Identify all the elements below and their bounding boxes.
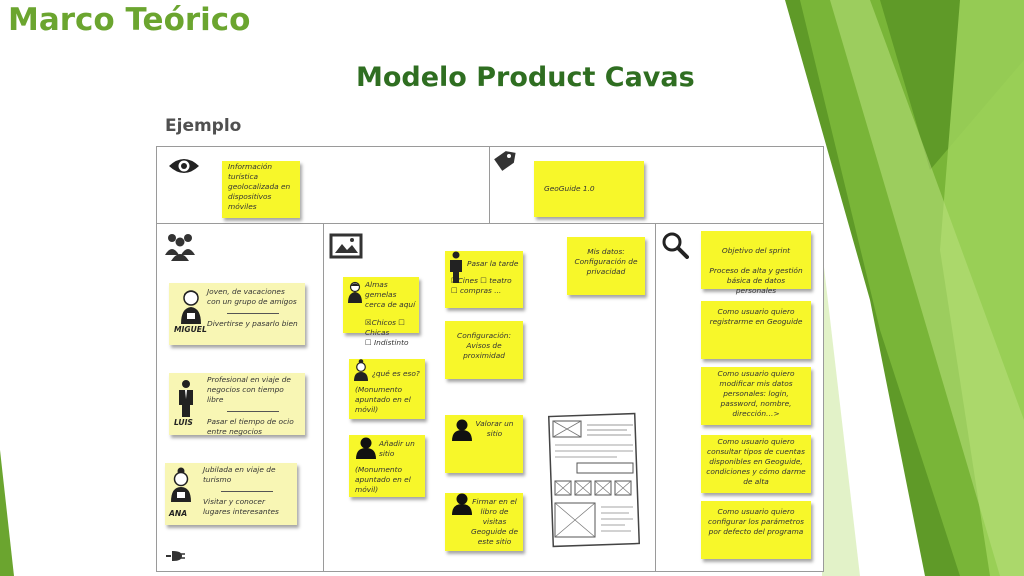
scene-text: Mis datos: Configuración de privacidad: [574, 247, 638, 276]
boy-avatar-icon: [181, 290, 201, 324]
plug-icon: [166, 550, 185, 562]
picture-frame-icon: [329, 233, 363, 259]
scene-checkbox-line: ☐ compras ...: [451, 286, 502, 295]
user-silhouette-icon: [356, 437, 376, 459]
slide-title: Marco Teórico: [8, 2, 251, 38]
story-text: Como usuario quiero registrarme en Geogu…: [709, 307, 803, 326]
story-note-configurar: Como usuario quiero configurar los parám…: [701, 501, 811, 559]
scene-text: Configuración: Avisos de proximidad: [457, 331, 511, 360]
scene-checkbox-line: ☐ Indistinto: [365, 338, 409, 347]
scene-title: ¿qué es eso?: [372, 369, 420, 378]
user-silhouette-icon: [452, 493, 472, 515]
scene-text: Valorar un sitio: [475, 419, 514, 438]
story-note-objetivo: Objetivo del sprint Proceso de alta y ge…: [701, 231, 811, 295]
scene-checkbox-line: ☒Chicos ☐ Chicas: [365, 318, 405, 337]
persona-separator: [227, 411, 279, 412]
persona-goal: Divertirse y pasarlo bien: [207, 319, 298, 328]
scene-detail: (Monumento apuntado en el móvil): [355, 465, 411, 494]
scene-note-mis-datos: Mis datos: Configuración de privacidad: [567, 237, 645, 295]
canvas-divider-top: [489, 147, 490, 223]
example-label: Ejemplo: [165, 116, 242, 136]
canvas-divider-right: [655, 223, 656, 571]
story-text: Como usuario quiero consultar tipos de c…: [706, 437, 806, 486]
boy-avatar-icon: [348, 281, 362, 303]
persona-goal: Pasar el tiempo de ocio entre negocios: [207, 417, 294, 436]
persona-name: ANA: [169, 509, 188, 518]
product-note: GeoGuide 1.0: [534, 161, 644, 217]
product-canvas: Información turística geolocalizada en d…: [156, 146, 824, 572]
story-text: Objetivo del sprint Proceso de alta y ge…: [709, 246, 803, 295]
price-tag-icon: [494, 151, 516, 171]
story-note-modificar: Como usuario quiero modificar mis datos …: [701, 367, 811, 425]
persona-goal: Visitar y conocer lugares interesantes: [203, 497, 279, 516]
story-text: Como usuario quiero configurar los parám…: [708, 507, 804, 536]
scene-detail: (Monumento apuntado en el móvil): [355, 385, 411, 414]
story-note-consultar: Como usuario quiero consultar tipos de c…: [701, 435, 811, 493]
persona-card-luis: Profesional en viaje de negocios con tie…: [169, 373, 305, 436]
product-note-text: GeoGuide 1.0: [544, 184, 595, 193]
persona-name: MIGUEL: [174, 325, 207, 334]
story-text: Como usuario quiero modificar mis datos …: [717, 369, 795, 418]
canvas-divider-horizontal: [157, 223, 823, 224]
people-group-icon: [165, 234, 195, 261]
grandma-avatar-icon: [354, 359, 368, 381]
businessman-icon: [450, 251, 462, 283]
user-silhouette-icon: [452, 419, 472, 441]
scene-title: Almas gemelas cerca de aquí: [365, 280, 416, 309]
persona-desc: Profesional en viaje de negocios con tie…: [207, 375, 291, 404]
grandma-avatar-icon: [171, 467, 191, 502]
wireframe-sketch-image: [547, 412, 641, 548]
persona-separator: [221, 491, 273, 492]
persona-name: LUIS: [174, 418, 193, 427]
scene-text: Firmar en el libro de visitas Geoguide d…: [470, 497, 519, 546]
canvas-divider-left: [323, 223, 324, 571]
persona-separator: [227, 313, 279, 314]
scene-title: Añadir un sitio: [379, 439, 415, 458]
persona-card-ana: Jubilada en viaje de turismo Visitar y c…: [165, 463, 297, 525]
slide-subtitle: Modelo Product Cavas: [356, 62, 695, 93]
story-note-registro: Como usuario quiero registrarme en Geogu…: [701, 301, 811, 359]
eye-icon: [169, 159, 199, 173]
scene-note-configuracion: Configuración: Avisos de proximidad: [445, 321, 523, 379]
scene-checkbox-line: ☒Cines ☐ teatro: [451, 276, 512, 285]
magnifier-icon: [662, 232, 689, 259]
scene-title: Pasar la tarde: [467, 259, 519, 268]
vision-note: Información turística geolocalizada en d…: [222, 161, 300, 218]
businessman-icon: [179, 380, 193, 417]
vision-note-text: Información turística geolocalizada en d…: [228, 162, 291, 211]
persona-desc: Joven, de vacaciones con un grupo de ami…: [207, 287, 297, 306]
persona-desc: Jubilada en viaje de turismo: [203, 465, 276, 484]
